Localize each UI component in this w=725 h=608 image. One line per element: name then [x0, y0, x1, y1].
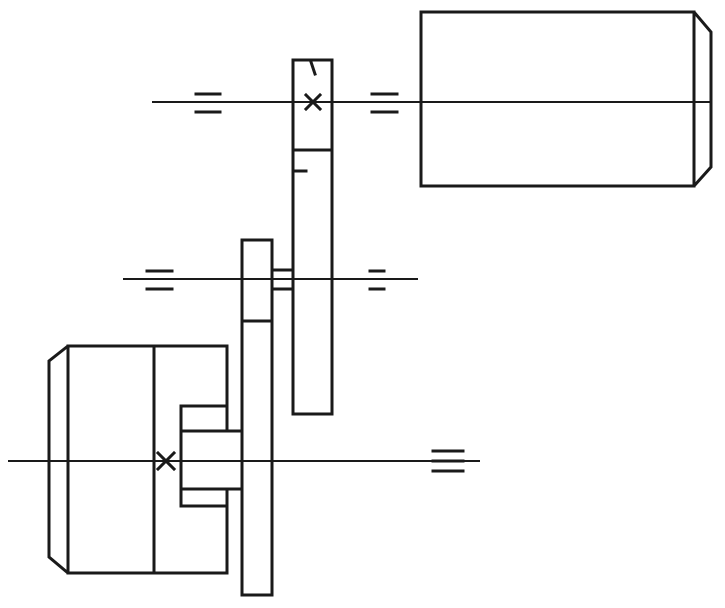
- pinion-1: [179, 404, 244, 508]
- gear-2: [240, 238, 274, 597]
- output-housing: [419, 10, 713, 188]
- middle-shaft-right-bearing: [368, 269, 386, 291]
- top-shaft-right-bearing: [370, 92, 399, 114]
- gear-3-tick-top: [309, 60, 317, 76]
- bottom-shaft-right-bearing: [431, 449, 465, 473]
- top-shaft-left-bearing: [194, 92, 222, 114]
- top-shaft-fixed-cross-icon: [303, 92, 323, 112]
- gear-3: [291, 58, 334, 416]
- middle-shaft-left-bearing: [145, 269, 174, 291]
- bottom-shaft-fixed-cross-icon: [155, 450, 177, 472]
